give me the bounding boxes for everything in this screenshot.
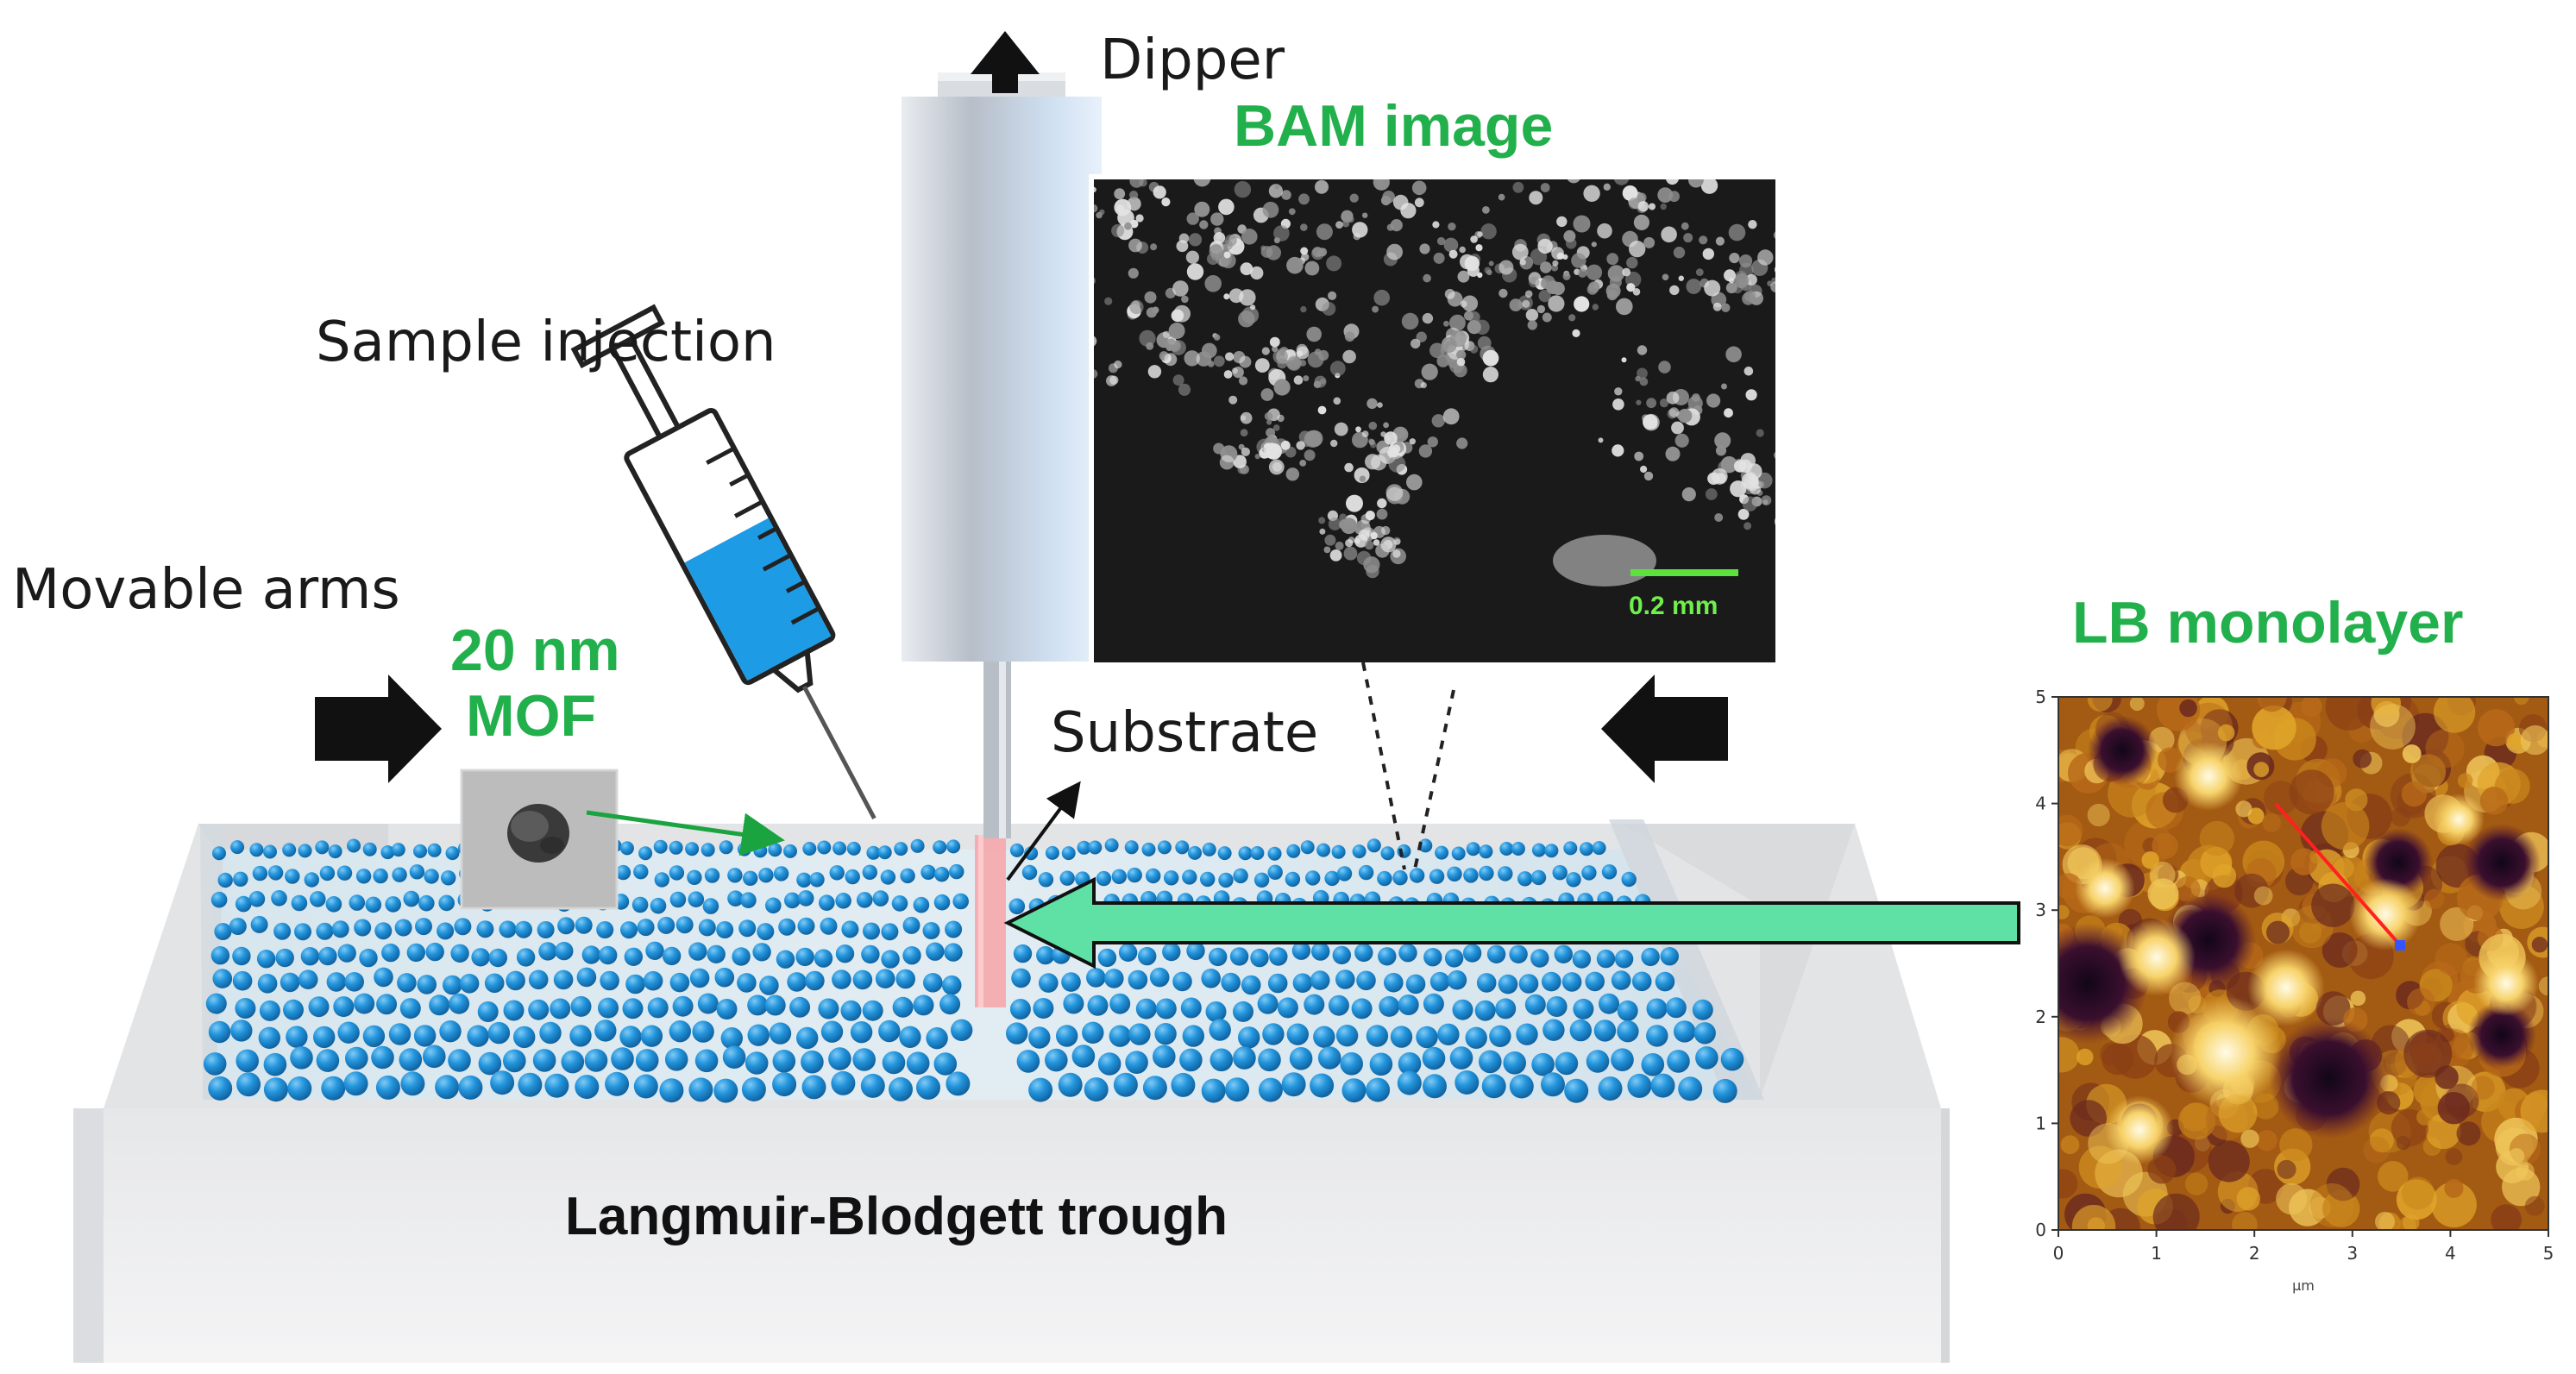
afm-x-tick-label: 4 [2445, 1243, 2456, 1264]
arrow-up-icon [971, 31, 1040, 93]
arrow-left-icon [1601, 674, 1728, 783]
trough-label: Langmuir-Blodgett trough [565, 1187, 1228, 1246]
dipper [902, 72, 1102, 838]
afm-x-tick-label: 3 [2347, 1243, 2358, 1264]
substrate-label: Substrate [1051, 701, 1319, 765]
mof-label: MOF [466, 683, 597, 749]
trough-front-face [73, 1108, 1950, 1363]
movable-arms-label: Movable arms [12, 558, 400, 622]
afm-y-tick-label: 0 [2035, 1220, 2046, 1240]
afm-y-tick-label: 3 [2035, 900, 2046, 920]
afm-unit-label: µm [2292, 1277, 2315, 1294]
mof-size-label: 20 nm [450, 618, 620, 683]
arrow-right-icon [315, 674, 442, 783]
afm-x-tick-label: 0 [2053, 1243, 2064, 1264]
afm-y-tick-label: 1 [2035, 1113, 2046, 1133]
bam-image-label: BAM image [1234, 93, 1554, 159]
afm-y-tick-label: 4 [2035, 794, 2046, 814]
sample-injection-label: Sample injection [316, 311, 776, 374]
afm-y-tick-label: 2 [2035, 1007, 2046, 1027]
bam-image [1089, 174, 1781, 668]
syringe-icon [570, 304, 876, 819]
afm-x-tick-label: 2 [2249, 1243, 2260, 1264]
lb-arrow [1003, 876, 2020, 969]
bam-scale-bar-label: 0.2 mm [1629, 592, 1718, 620]
afm-x-tick-label: 5 [2543, 1243, 2554, 1264]
dipper-label: Dipper [1100, 28, 1285, 92]
mof-tem-inset [460, 769, 619, 910]
afm-axes: 0 1 2 3 4 5 0 1 2 3 4 5 µm [2035, 687, 2554, 1294]
afm-image [2058, 696, 2549, 1231]
afm-y-tick-label: 5 [2035, 687, 2046, 707]
lb-monolayer-label: LB monolayer [2072, 590, 2464, 656]
afm-x-tick-label: 1 [2151, 1243, 2162, 1264]
